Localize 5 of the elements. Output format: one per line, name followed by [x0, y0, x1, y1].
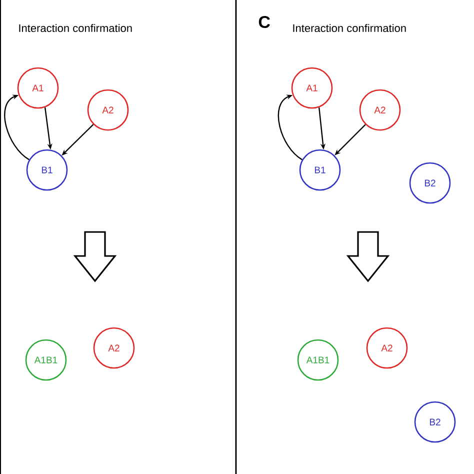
- panel-title: Interaction confirmation: [19, 24, 132, 32]
- arrow: [278, 94, 302, 160]
- panel-title: Interaction confirmation: [293, 24, 406, 32]
- panel-letter: C: [258, 16, 270, 28]
- arrow: [4, 94, 30, 160]
